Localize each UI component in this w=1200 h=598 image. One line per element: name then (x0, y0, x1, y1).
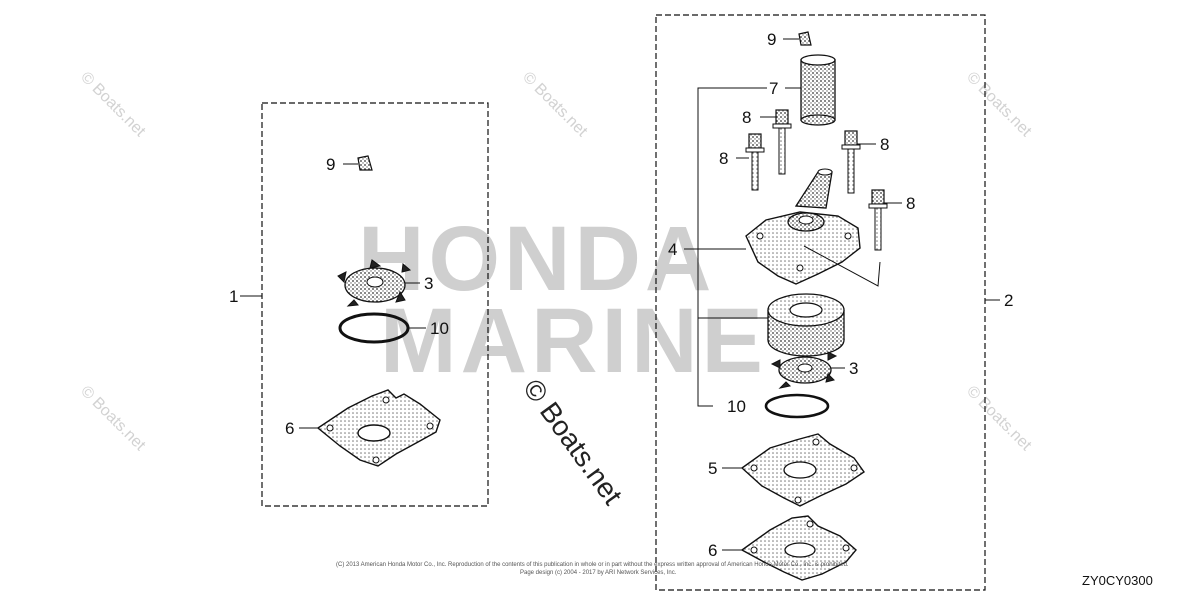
callout-8-far: 8 (906, 194, 915, 213)
callout-4: 4 (668, 240, 677, 259)
callout-9-right: 9 (767, 30, 776, 49)
right-group-parts: 2 9 7 8 (668, 30, 1013, 581)
callout-7: 7 (769, 79, 778, 98)
oring-part-left: 10 (338, 312, 449, 344)
gasket-part: 5 (708, 433, 865, 507)
callout-3-right: 3 (849, 359, 858, 378)
bolt-left: 8 (719, 133, 765, 191)
housing-part: 4 (668, 168, 881, 287)
plate-part-right: 6 (708, 515, 857, 581)
watermark-brand-line2: MARINE (380, 290, 767, 392)
brand-watermark: HONDA MARINE (358, 208, 767, 392)
diagram-code: ZY0CY0300 (1082, 573, 1153, 588)
copyright-line1: (C) 2013 American Honda Motor Co., Inc. … (336, 562, 849, 568)
callout-10-right: 10 (727, 397, 746, 416)
watermark-tile: © Boats.net (963, 69, 1035, 141)
callout-8-top: 8 (742, 108, 751, 127)
callout-1: 1 (229, 287, 238, 306)
watermark-tile: © Boats.net (963, 383, 1035, 455)
watermark-tile: © Boats.net (77, 383, 149, 455)
callout-10-left: 10 (430, 319, 449, 338)
watermark-tile: © Boats.net (519, 69, 591, 141)
copyright-line2: Page design (c) 2004 - 2017 by ARI Netwo… (520, 570, 677, 576)
callout-3-left: 3 (424, 274, 433, 293)
watermark-center: © Boats.net (517, 373, 628, 510)
callout-8-right: 8 (880, 135, 889, 154)
bolt-top: 8 (742, 108, 792, 175)
watermark-tile: © Boats.net (77, 69, 149, 141)
impeller-part-left: 3 (337, 259, 433, 307)
left-group-parts: 1 9 3 10 6 (229, 155, 449, 467)
callout-6-right: 6 (708, 541, 717, 560)
impeller-part-right: 3 (770, 351, 858, 389)
callout-2: 2 (1004, 291, 1013, 310)
collar-part-right: 9 (767, 30, 812, 49)
liner-part (767, 293, 845, 357)
oring-part-right: 10 (727, 393, 830, 419)
callout-8-left: 8 (719, 149, 728, 168)
tube-part: 7 (769, 54, 836, 126)
group-box-2 (655, 14, 986, 591)
plate-part-left: 6 (285, 389, 441, 467)
callout-5: 5 (708, 459, 717, 478)
bolt-right: 8 (841, 130, 889, 194)
group-box-1 (261, 102, 489, 507)
bolt-far: 8 (868, 189, 915, 251)
callout-9-left: 9 (326, 155, 335, 174)
callout-6-left: 6 (285, 419, 294, 438)
reference-bracket (697, 87, 770, 407)
collar-part-left: 9 (326, 155, 373, 174)
watermark-brand-line1: HONDA (358, 208, 715, 310)
